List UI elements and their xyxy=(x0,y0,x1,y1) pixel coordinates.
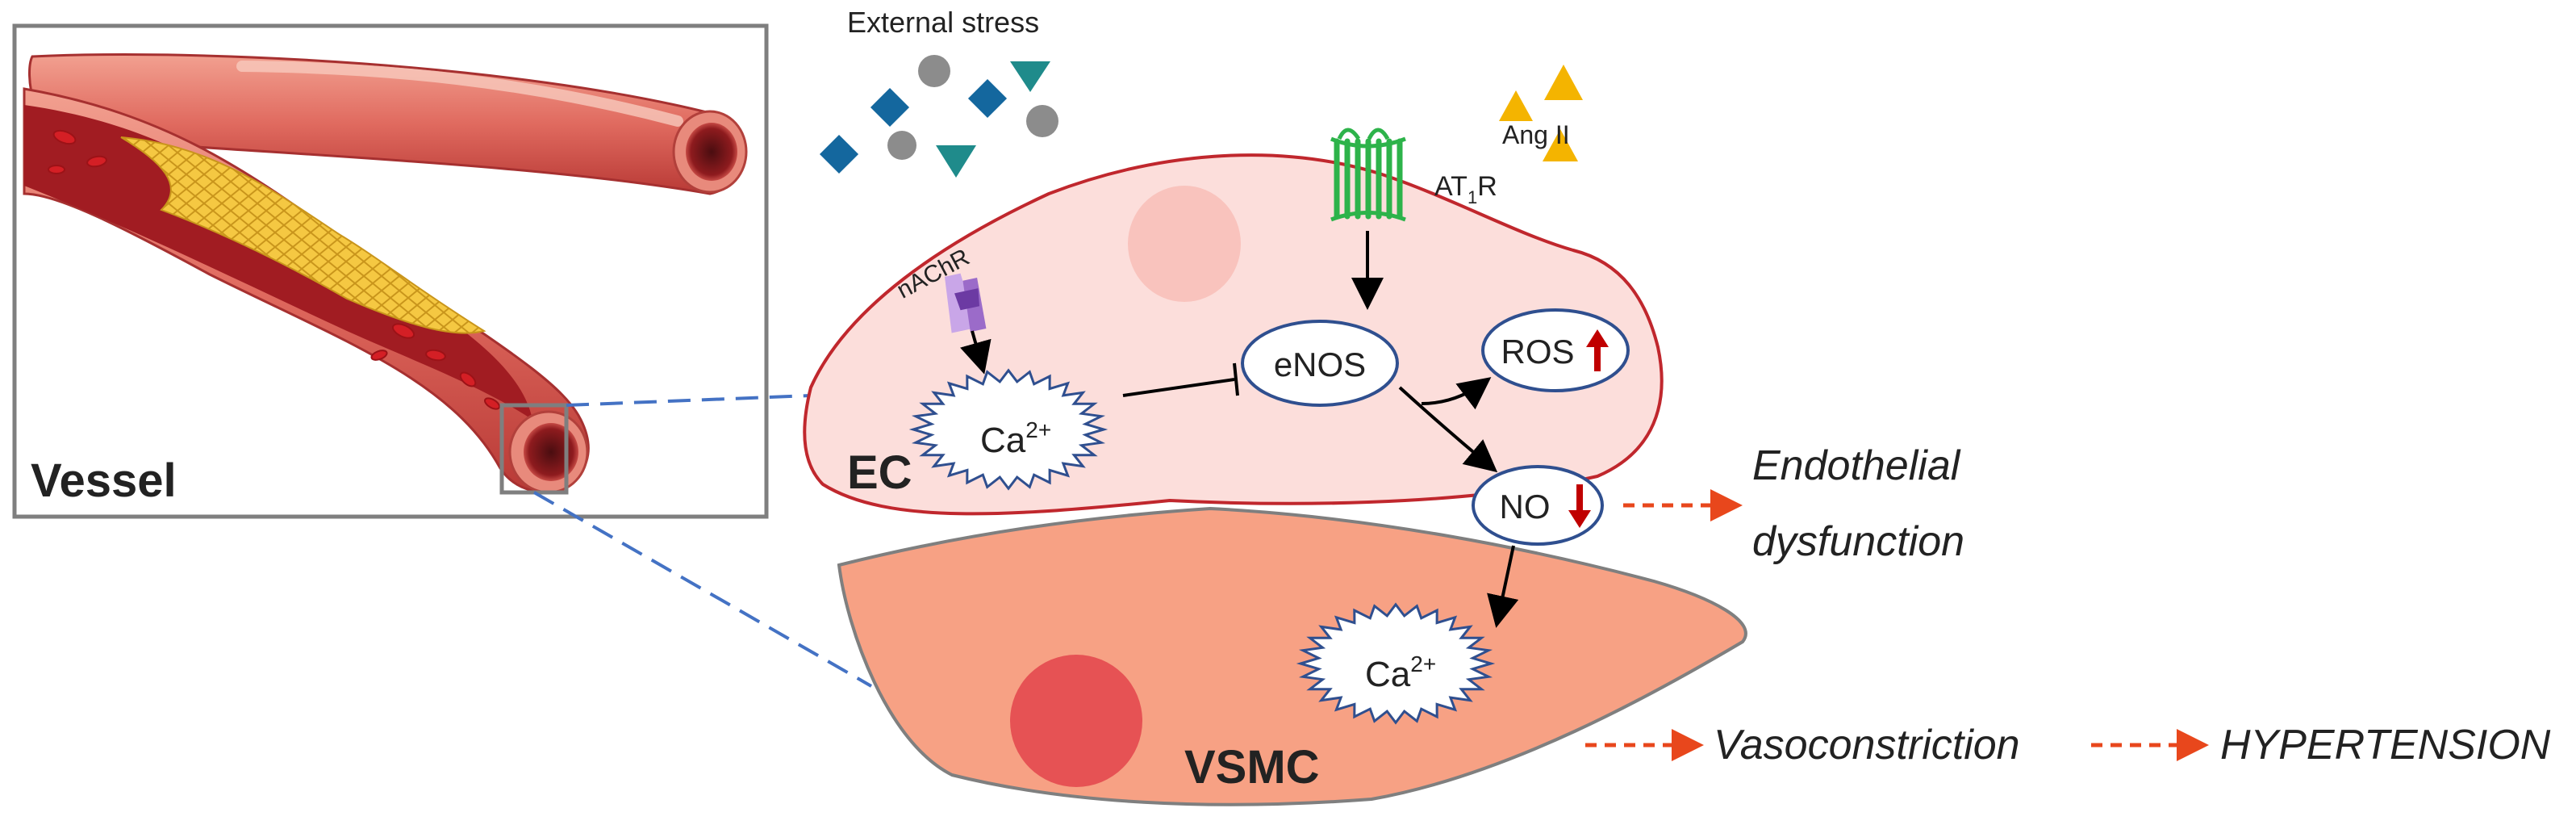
zoom-line-top xyxy=(566,394,812,407)
vessel-icon xyxy=(23,53,748,494)
external-stress-particles xyxy=(819,55,1058,178)
ca-ec-label: Ca2+ xyxy=(980,417,1051,460)
external-stress-label: External stress xyxy=(847,6,1039,39)
ec-label: EC xyxy=(847,446,912,499)
ca-vsmc-label: Ca2+ xyxy=(1365,651,1436,694)
vsmc-label: VSMC xyxy=(1184,741,1320,794)
no-label: NO xyxy=(1500,488,1551,526)
vessel-label: Vessel xyxy=(31,454,177,507)
ros-up-arrow-icon xyxy=(1586,329,1609,371)
signal-arrows xyxy=(960,231,1519,628)
stress-diamond-icon xyxy=(819,134,859,174)
stress-diamond-icon xyxy=(967,78,1008,119)
ec-nucleus xyxy=(1128,186,1241,302)
nachr-receptor-icon xyxy=(944,273,987,333)
ang-ii-triangle-icon xyxy=(1544,65,1583,100)
stress-circle-icon xyxy=(887,131,916,160)
nachr-to-ca-arrow xyxy=(960,330,992,375)
stress-triangle-icon xyxy=(1010,61,1050,92)
ca-vsmc-starburst: Ca2+ xyxy=(1296,602,1496,725)
stress-circle-icon xyxy=(1026,105,1058,137)
ang-ii-triangle-icon xyxy=(1543,129,1578,161)
endothelial-dysfunction-line2: dysfunction xyxy=(1752,518,1964,565)
at1r-receptor-icon xyxy=(1330,128,1406,222)
stress-circle-icon xyxy=(918,55,950,87)
ros-oval xyxy=(1481,308,1630,392)
ca-vsmc-burst-icon xyxy=(1296,602,1496,725)
stress-triangle-icon xyxy=(936,145,976,178)
no-to-ca-arrow xyxy=(1487,545,1519,628)
enos-to-no-arrow xyxy=(1398,386,1498,473)
endothelial-dysfunction-line1: Endothelial xyxy=(1752,442,1961,489)
ang-ii-triangle-icon xyxy=(1499,90,1533,121)
vasoconstriction-label: Vasoconstriction xyxy=(1714,722,2020,768)
ang-ii-ligands: Ang II xyxy=(1499,65,1583,161)
zoom-line-bottom xyxy=(533,491,872,688)
vsmc-nucleus xyxy=(1010,655,1142,787)
vessel-panel: Vessel xyxy=(12,23,769,519)
ca-ec-burst-icon xyxy=(908,368,1108,491)
hypertension-label: HYPERTENSION xyxy=(2220,722,2551,768)
ca-inhibits-enos-line xyxy=(1122,378,1235,397)
enos-label: eNOS xyxy=(1274,345,1366,383)
no-down-arrow-icon xyxy=(1568,484,1591,528)
enos-to-ros-arrow xyxy=(1421,377,1492,410)
stress-diamond-icon xyxy=(870,87,910,128)
ca-ec-starburst: Ca2+ xyxy=(908,368,1108,491)
vsmc-cell: VSMC xyxy=(837,506,1747,806)
at1r-label: AT1R xyxy=(1434,171,1497,207)
ca-inhibits-enos-bar xyxy=(1233,362,1239,396)
enos-oval xyxy=(1241,320,1399,407)
ang-ii-label: Ang II xyxy=(1502,120,1570,149)
ros-label: ROS xyxy=(1501,333,1574,371)
no-oval xyxy=(1472,465,1604,546)
